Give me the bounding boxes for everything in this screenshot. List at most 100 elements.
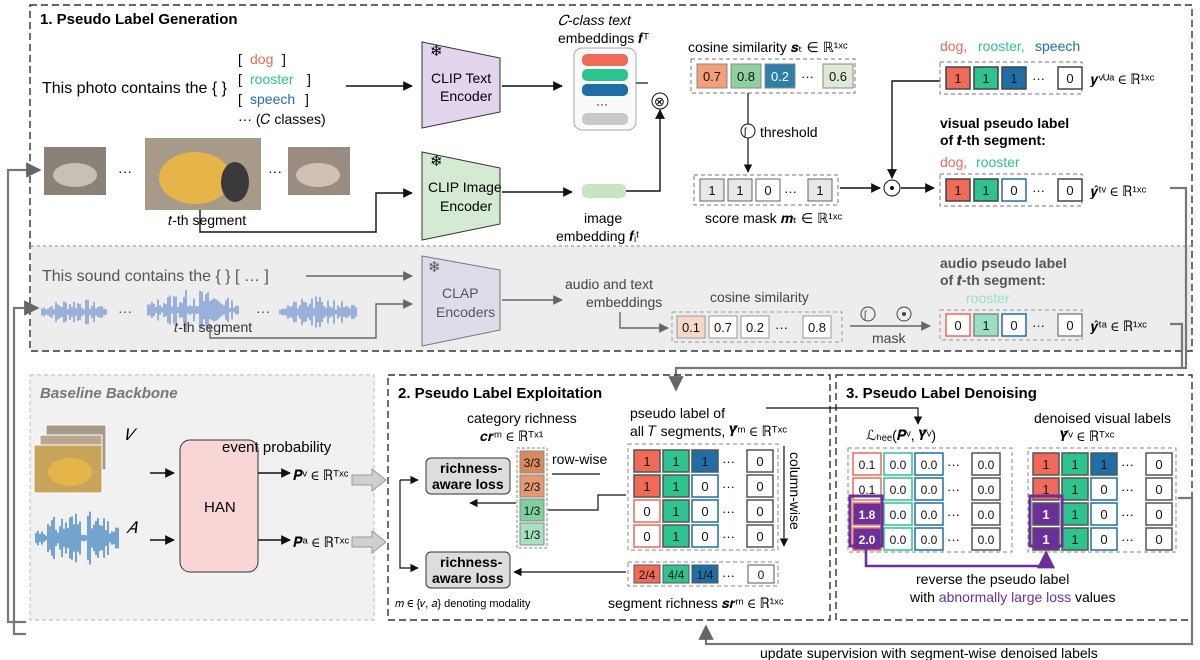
loss-cell xyxy=(971,527,1001,551)
pseudo-label-cell-value: 1 xyxy=(643,454,650,469)
video-label-cell-value: 1 xyxy=(1010,71,1017,86)
ellipsis: ··· xyxy=(722,529,735,544)
visual-pl-title-1: visual pseudo label xyxy=(940,115,1069,131)
clip-text-label-1: CLIP Text xyxy=(431,70,491,86)
denoised-cell-value: 1 xyxy=(1042,457,1049,472)
segment-richness-cell xyxy=(691,564,719,584)
segment-richness-label: segment richness 𝒔𝒓ᵐ ∈ ℝ¹ˣᶜ xyxy=(608,595,784,611)
reverse-text-1: reverse the pseudo label xyxy=(916,571,1069,587)
segment-richness-vector xyxy=(627,561,779,587)
pseudo-label-cell xyxy=(662,449,690,473)
segment-richness-cell-value: 4/4 xyxy=(668,568,685,582)
visual-pl-cell-value: 1 xyxy=(982,183,989,198)
bce-label: ℒₕₑₑ(𝑷ᵛ, 𝒀̂ᵛ) xyxy=(866,427,936,443)
loss-cell xyxy=(971,477,1001,501)
loss-cell-value: 0.0 xyxy=(921,533,938,547)
denoised-cell-value: 1 xyxy=(1100,457,1107,472)
pseudo-label-cell-value: 1 xyxy=(701,454,708,469)
pseudo-label-cell-value: 0 xyxy=(756,454,763,469)
pseudo-label-cell xyxy=(691,524,719,548)
panel-baseline-backbone: Baseline Backbone 𝑉 𝐴 HAN event probabil… xyxy=(29,374,387,621)
panel-pseudo-label-exploitation: 2. Pseudo Label Exploitation richness- a… xyxy=(387,374,831,621)
class-bracket-close-1: ] xyxy=(282,51,286,67)
loss-cell-value: 0.0 xyxy=(890,508,907,522)
audio-pl-cell-value: 0 xyxy=(1066,318,1073,333)
denoised-cell-value: 1 xyxy=(1071,532,1078,547)
han-label: HAN xyxy=(204,499,236,516)
score-mask-cell xyxy=(807,178,833,202)
loss-cell xyxy=(883,527,913,551)
denoised-cell-value: 0 xyxy=(1100,507,1107,522)
svg-text:aware loss: aware loss xyxy=(432,570,504,586)
denoised-cell xyxy=(1032,502,1060,526)
ellipsis: ··· xyxy=(775,320,788,335)
embed-ellipsis: ··· xyxy=(596,97,608,111)
ellipsis: ··· xyxy=(722,568,735,583)
pseudo-label-cell xyxy=(746,474,774,498)
video-label-cell xyxy=(973,66,999,90)
cosine-cell xyxy=(764,63,796,89)
clip-image-label-2: Encoder xyxy=(440,198,492,214)
pseudo-label-cell-value: 0 xyxy=(643,504,650,519)
ellipsis: ··· xyxy=(1121,532,1134,547)
category-richness-symbol: 𝒄𝒓ᵐ ∈ ℝᵀˣ¹ xyxy=(480,428,544,444)
visual-pl-cell-value: 1 xyxy=(954,183,961,198)
video-label-cell xyxy=(945,66,971,90)
ellipsis: ··· xyxy=(1121,482,1134,497)
class-dog: dog xyxy=(250,51,273,67)
audio-input-waveform xyxy=(35,511,119,565)
audio-pl-cell-value: 0 xyxy=(954,318,961,333)
text-embed-label-1: 𝐶-class text xyxy=(558,12,632,28)
svg-text:ʃ: ʃ xyxy=(743,127,747,138)
audio-text-embed-1: audio and text xyxy=(565,276,653,292)
svg-text:···: ··· xyxy=(118,163,132,179)
pseudo-label-cell-value: 1 xyxy=(643,479,650,494)
category-richness-cell-value: 3/3 xyxy=(524,456,541,470)
ellipsis: ··· xyxy=(784,184,797,199)
loss-matrix xyxy=(847,447,1013,553)
embed-more xyxy=(582,113,628,125)
category-richness-cell xyxy=(519,498,545,522)
baseline-title: Baseline Backbone xyxy=(40,385,178,402)
audio-cosine-cell xyxy=(802,315,832,339)
category-richness-cell xyxy=(519,474,545,498)
audio-pl-cell xyxy=(973,313,999,337)
audio-pl-title-2: of 𝒕-th segment: xyxy=(940,272,1046,288)
segment-label-visual: 𝑡-th segment xyxy=(168,212,246,228)
threshold-icon xyxy=(860,306,876,322)
denoised-cell xyxy=(1061,477,1089,501)
loss-cell xyxy=(914,502,944,526)
ellipsis: ··· xyxy=(1032,71,1045,86)
pseudo-label-cell xyxy=(746,524,774,548)
pseudo-label-cell xyxy=(746,449,774,473)
denoised-cell-value: 1 xyxy=(1071,482,1078,497)
pv-to-loss-arrow xyxy=(351,467,387,493)
audio-cosine-cell-value: 0.7 xyxy=(714,320,732,335)
pseudo-label-all-1: pseudo label of xyxy=(630,405,725,421)
score-mask-cell-value: 1 xyxy=(708,183,715,198)
audio-cosine-vector xyxy=(671,311,843,343)
ellipsis: ··· xyxy=(722,479,735,494)
ellipsis: ··· xyxy=(722,454,735,469)
class-bracket-close-3: ] xyxy=(305,91,309,107)
loss-cell-value: 0.0 xyxy=(978,458,995,472)
loss-cell xyxy=(971,452,1001,476)
category-richness-cell xyxy=(519,522,545,546)
score-mask-cell-value: 0 xyxy=(764,183,771,198)
loss-cell xyxy=(914,452,944,476)
audio-pl-class: rooster xyxy=(966,290,1010,306)
audio-cosine-cell xyxy=(740,315,770,339)
class-more: ··· (𝐶 classes) xyxy=(238,111,326,127)
loss-cell-value: 0.0 xyxy=(921,458,938,472)
pseudo-label-cell xyxy=(691,474,719,498)
loss-cell-value: 0.1 xyxy=(859,458,876,472)
video-frames: ··· ··· xyxy=(44,138,350,210)
cosine-cell-value: 0.6 xyxy=(829,69,847,84)
mask-label: mask xyxy=(872,330,906,346)
panel2-title: 2. Pseudo Label Exploitation xyxy=(398,385,602,402)
pseudo-label-cell-value: 0 xyxy=(701,504,708,519)
loss-cell-value: 0.0 xyxy=(890,458,907,472)
score-mask-cell xyxy=(727,178,753,202)
audio-ellipsis-1: ··· xyxy=(118,303,132,319)
visual-pl-cell xyxy=(973,178,999,202)
